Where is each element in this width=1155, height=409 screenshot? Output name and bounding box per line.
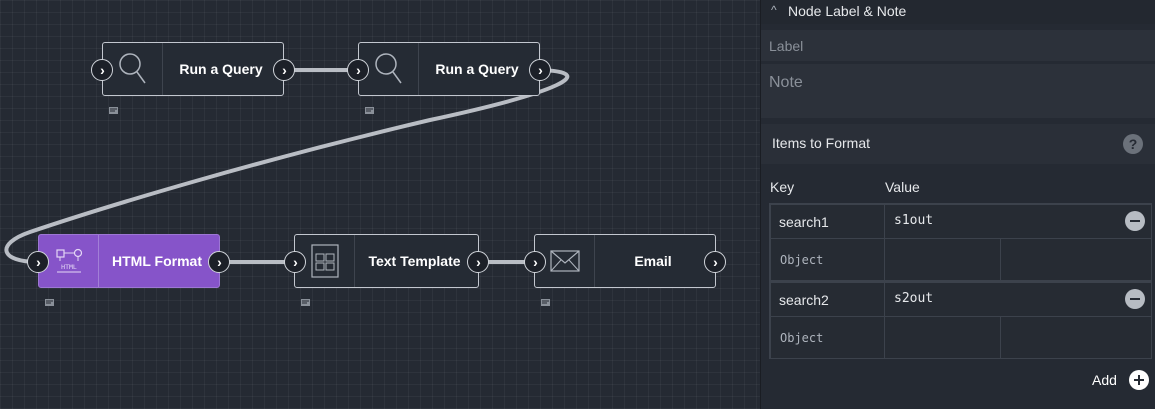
value-text: s2out — [894, 291, 934, 306]
chevron-right-icon: › — [100, 61, 105, 78]
chevron-right-icon: › — [538, 61, 543, 78]
input-port[interactable]: › — [284, 251, 306, 273]
output-port[interactable]: › — [704, 251, 726, 273]
note-icon[interactable] — [541, 299, 550, 306]
key-value: search1 — [779, 214, 829, 230]
node-label: Text Template — [368, 253, 461, 269]
html-format-icon: HTML — [39, 235, 99, 287]
key-input[interactable]: search2 — [770, 282, 885, 317]
chevron-right-icon: › — [356, 61, 361, 78]
input-port[interactable]: › — [91, 59, 113, 81]
add-label[interactable]: Add — [1092, 372, 1117, 388]
node-label: Email — [634, 253, 672, 269]
note-icon[interactable] — [45, 299, 54, 306]
add-item-icon[interactable] — [1129, 370, 1149, 390]
svg-text:HTML: HTML — [61, 263, 77, 271]
chevron-up-icon[interactable]: ^ — [771, 3, 777, 17]
key-input[interactable]: search1 — [770, 204, 885, 239]
label-input[interactable]: Label — [761, 30, 1155, 61]
key-value: search2 — [779, 292, 829, 308]
output-port[interactable]: › — [529, 59, 551, 81]
node-email[interactable]: Email — [534, 234, 716, 288]
output-port[interactable]: › — [273, 59, 295, 81]
node-run-query-1[interactable]: Run a Query — [102, 42, 284, 96]
value-input[interactable]: s1out — [884, 204, 1152, 239]
type-value: Object — [780, 331, 824, 345]
output-port[interactable]: › — [467, 251, 489, 273]
envelope-icon — [535, 235, 595, 287]
node-text-template[interactable]: Text Template — [294, 234, 479, 288]
note-icon[interactable] — [301, 299, 310, 306]
note-placeholder: Note — [769, 74, 803, 91]
properties-panel: ^ Node Label & Note Label Note Items to … — [760, 0, 1155, 409]
input-port[interactable]: › — [27, 251, 49, 273]
wire-query2-html-format — [4, 68, 570, 264]
help-icon[interactable]: ? — [1123, 134, 1143, 154]
input-port[interactable]: › — [347, 59, 369, 81]
node-html-format[interactable]: HTML HTML Format — [38, 234, 220, 288]
chevron-right-icon: › — [36, 253, 41, 270]
value-text: s1out — [894, 213, 934, 228]
items-title: Items to Format — [772, 135, 871, 151]
chevron-right-icon: › — [476, 253, 481, 270]
node-run-query-2[interactable]: Run a Query — [358, 42, 540, 96]
node-label: Run a Query — [179, 61, 263, 77]
chevron-right-icon: › — [533, 253, 538, 270]
type-select[interactable]: Object — [770, 238, 885, 281]
template-grid-icon — [295, 235, 355, 287]
format-item: search2 s2out Object — [769, 281, 1152, 359]
type-extra-field[interactable] — [884, 316, 1001, 359]
value-input[interactable]: s2out — [884, 282, 1152, 317]
chevron-right-icon: › — [713, 253, 718, 270]
chevron-right-icon: › — [282, 61, 287, 78]
search-icon — [359, 43, 419, 95]
input-port[interactable]: › — [524, 251, 546, 273]
search-icon — [103, 43, 163, 95]
label-placeholder: Label — [769, 38, 804, 54]
node-label-note-header[interactable]: ^ Node Label & Note — [761, 0, 1155, 24]
remove-item-icon[interactable] — [1125, 289, 1145, 309]
format-item: search1 s1out Object — [769, 203, 1152, 281]
note-icon[interactable] — [109, 107, 118, 114]
section-title: Node Label & Note — [788, 3, 907, 19]
node-label: HTML Format — [112, 253, 202, 269]
items-to-format-header: Items to Format ? — [761, 124, 1155, 164]
type-value: Object — [780, 253, 824, 267]
node-label: Run a Query — [435, 61, 519, 77]
output-port[interactable]: › — [208, 251, 230, 273]
value-column-header: Value — [885, 179, 920, 195]
note-textarea[interactable]: Note — [761, 64, 1155, 118]
type-extra-field[interactable] — [884, 238, 1001, 281]
type-select[interactable]: Object — [770, 316, 885, 359]
chevron-right-icon: › — [293, 253, 298, 270]
chevron-right-icon: › — [217, 253, 222, 270]
workflow-canvas[interactable]: Run a Query › › Run a Query › › HTML HTM… — [0, 0, 760, 409]
remove-item-icon[interactable] — [1125, 211, 1145, 231]
key-column-header: Key — [770, 179, 795, 195]
note-icon[interactable] — [365, 107, 374, 114]
